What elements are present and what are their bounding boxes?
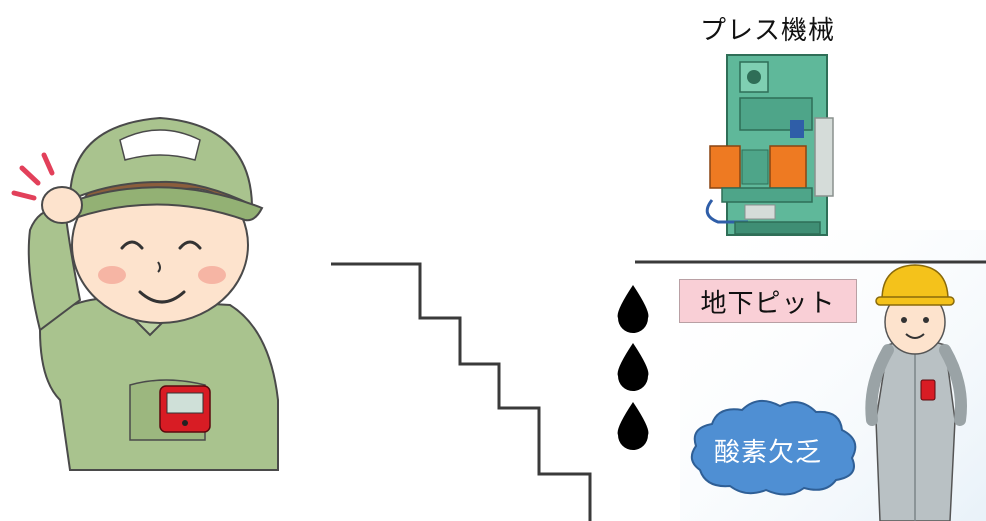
water-drop-icon — [617, 285, 649, 450]
underground-pit-label: 地下ピット — [679, 279, 857, 323]
oxygen-deficiency-label: 酸素欠乏 — [714, 438, 823, 468]
worker-scratching-head-icon — [11, 116, 279, 471]
staircase-line — [331, 262, 592, 521]
press-machine-icon — [705, 54, 834, 236]
worker-hardhat-icon — [865, 264, 967, 521]
gas-detector-icon — [159, 385, 211, 433]
press-machine-label: プレス機械 — [700, 16, 836, 46]
cloud-icon — [690, 399, 857, 496]
